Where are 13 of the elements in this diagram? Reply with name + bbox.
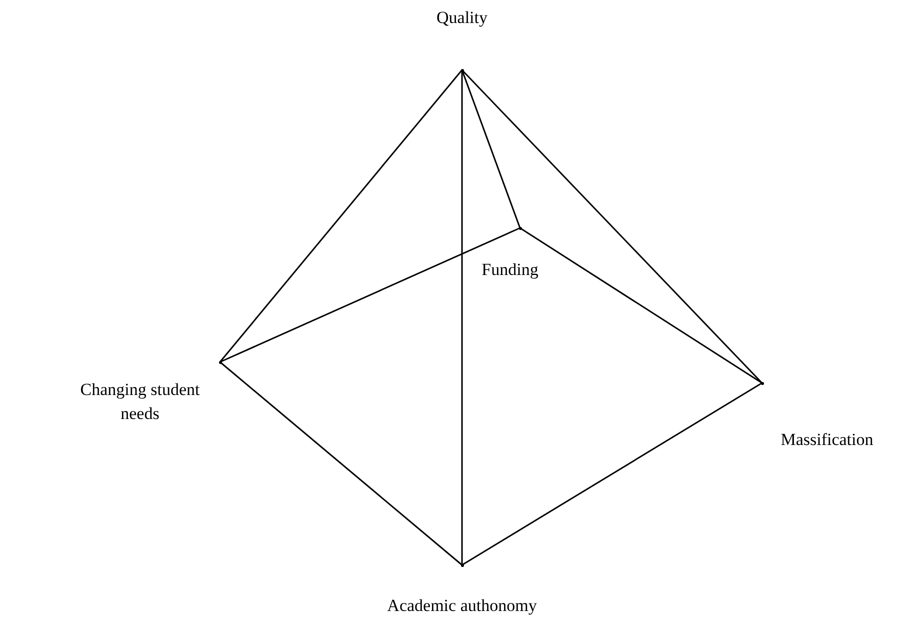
vertex-label: Massification (780, 430, 874, 449)
vertex-label: Funding (482, 260, 538, 279)
vertex-label: Academic authonomy (387, 596, 537, 615)
pyramid-edge-line (219, 70, 463, 362)
pyramid-edge-line (461, 70, 463, 565)
vertex-label: Changing student needs (80, 380, 200, 423)
pyramid-edge-line (461, 69, 763, 384)
vertex-label: Quality (436, 8, 488, 27)
pyramid-edge-line (220, 227, 520, 363)
pyramid-edge-line (520, 227, 762, 384)
pyramid-edge-line (220, 361, 462, 566)
pyramid-edge-line (462, 382, 762, 566)
pyramid-edge-line (461, 70, 521, 228)
